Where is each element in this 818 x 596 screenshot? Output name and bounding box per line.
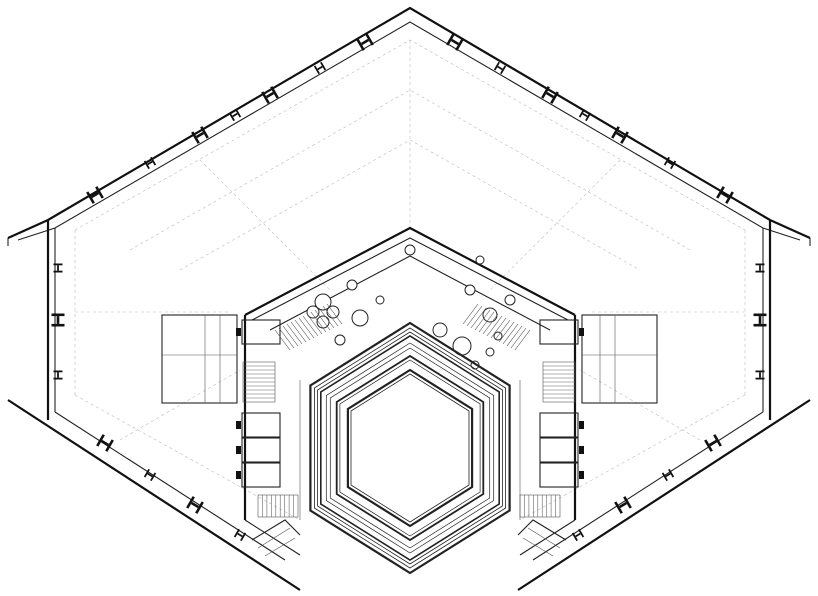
door-stop	[579, 328, 584, 336]
door-stop	[236, 421, 241, 429]
column-icon	[571, 528, 585, 542]
column-icon	[661, 468, 675, 482]
cubicle	[539, 319, 579, 345]
service-core	[243, 226, 577, 556]
column-icon	[261, 86, 279, 104]
column-icon	[753, 313, 767, 327]
cubicle	[241, 412, 281, 438]
cubicle	[539, 412, 579, 438]
hexagon-ring	[350, 373, 470, 523]
door-stop	[236, 328, 241, 336]
column-icon	[51, 313, 65, 327]
column-icon	[755, 263, 765, 273]
hexagon-ring	[313, 327, 507, 569]
tank-icon	[334, 334, 346, 346]
door-stop	[579, 446, 584, 454]
ramp-right	[517, 519, 567, 557]
cubicles-right	[539, 319, 584, 488]
column-icon	[614, 496, 632, 514]
tank-icon	[375, 295, 385, 305]
column-icon	[611, 126, 629, 144]
column-icon	[53, 263, 63, 273]
tank-icon	[485, 347, 495, 357]
hexagon-ring	[325, 342, 495, 554]
hexagon-ring	[309, 321, 511, 575]
tank-icon	[504, 294, 516, 306]
column-icon	[86, 186, 104, 204]
cubicles-left	[236, 319, 281, 488]
column-icon	[228, 108, 242, 122]
hexagon-ring	[329, 347, 491, 549]
columns	[51, 33, 767, 542]
tank-icon	[351, 309, 369, 327]
column-icon	[716, 186, 734, 204]
hexagon-ring	[317, 331, 503, 565]
column-icon	[493, 61, 507, 75]
cubicle	[241, 462, 281, 488]
tank-icon	[404, 244, 416, 256]
restroom-right	[581, 314, 658, 404]
tank-icon	[475, 255, 485, 265]
column-icon	[53, 370, 63, 380]
column-icon	[578, 108, 592, 122]
guide-lines	[74, 39, 746, 521]
stair-right	[542, 361, 576, 403]
cubicle	[539, 437, 579, 463]
stair-bottom-right	[519, 494, 561, 518]
cubicle	[539, 462, 579, 488]
outer-walls	[7, 6, 811, 591]
column-icon	[233, 528, 247, 542]
restroom-left	[161, 314, 238, 404]
column-icon	[446, 33, 464, 51]
hexagon-ring	[339, 359, 481, 537]
column-icon	[191, 126, 209, 144]
tank-icon	[432, 322, 448, 338]
column-icon	[143, 156, 157, 170]
column-icon	[143, 468, 157, 482]
tank-icon	[314, 293, 332, 311]
column-icon	[313, 61, 327, 75]
door-stop	[579, 421, 584, 429]
column-icon	[356, 33, 374, 51]
tank-icon	[464, 284, 476, 296]
cubicle	[241, 437, 281, 463]
ramp-left	[251, 519, 301, 557]
column-icon	[186, 496, 204, 514]
equipment	[274, 244, 531, 370]
central-hexagon	[309, 321, 511, 575]
hexagon-ring	[319, 335, 501, 561]
column-icon	[96, 434, 114, 452]
column-icon	[541, 86, 559, 104]
column-icon	[755, 370, 765, 380]
column-icon	[704, 434, 722, 452]
door-stop	[579, 471, 584, 479]
door-stop	[236, 471, 241, 479]
tank-icon	[346, 279, 358, 291]
stair-left	[242, 361, 276, 403]
tank-icon	[306, 305, 320, 319]
hexagon-ring	[335, 354, 485, 542]
cubicle	[241, 319, 281, 345]
door-stop	[236, 446, 241, 454]
stair-bottom-left	[257, 494, 299, 518]
column-icon	[663, 156, 677, 170]
hexagon-ring	[346, 368, 474, 528]
